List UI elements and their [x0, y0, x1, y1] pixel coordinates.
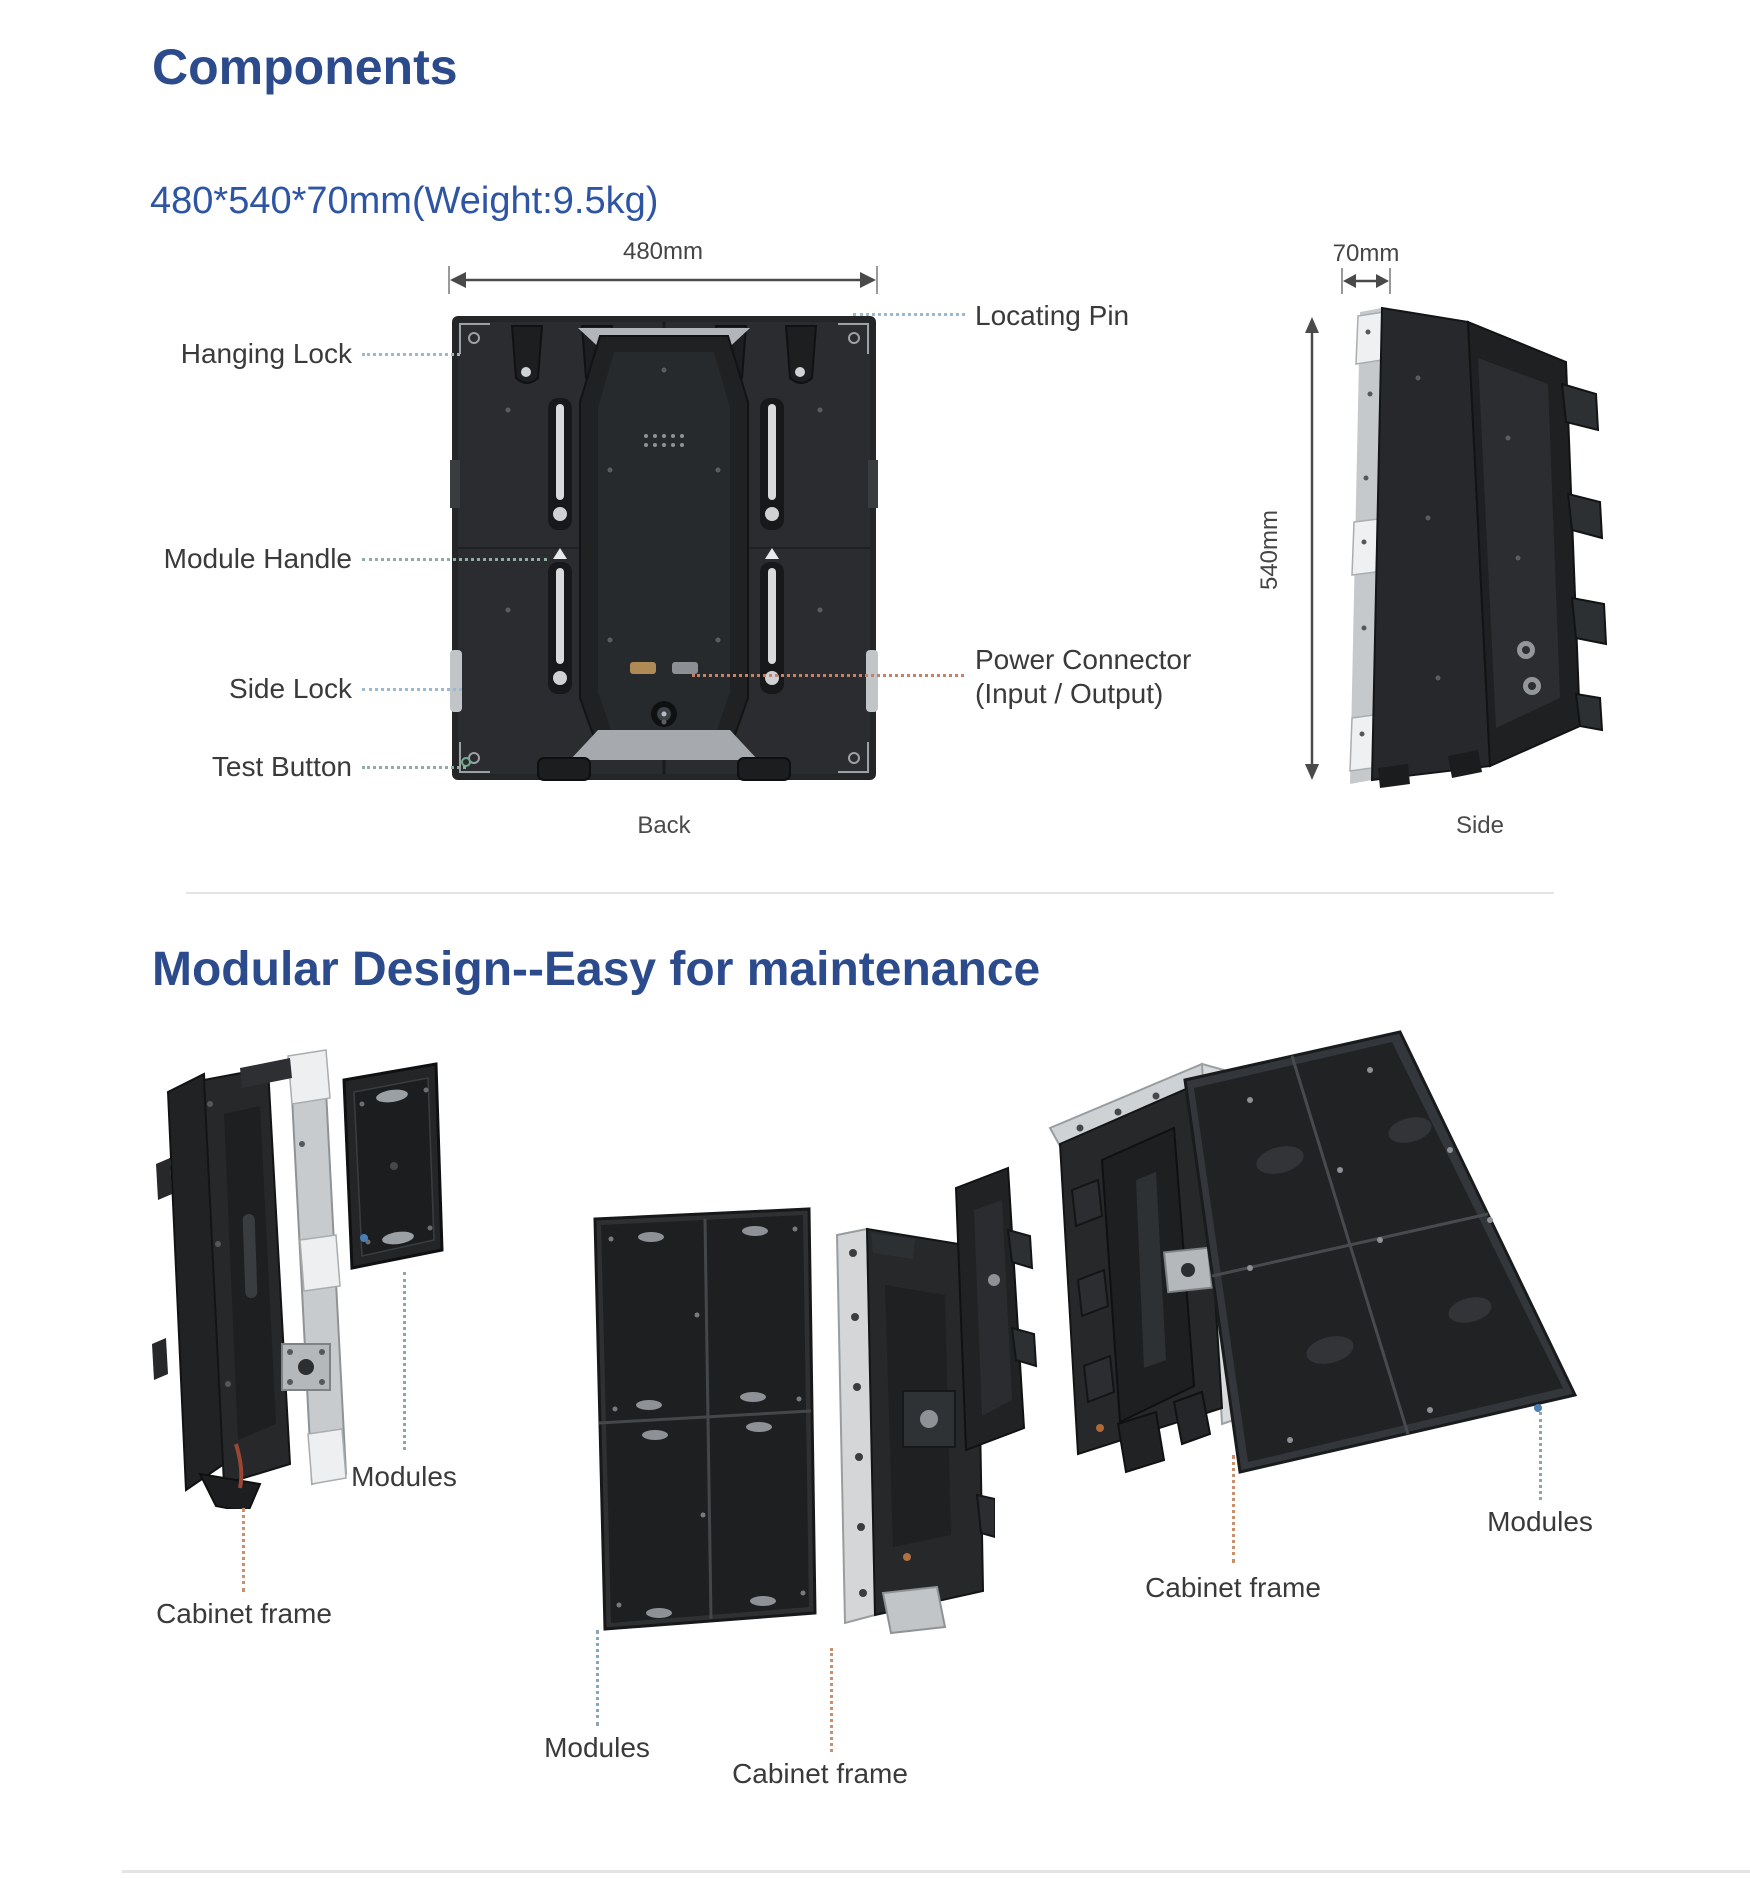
power-connector-line1: Power Connector: [975, 644, 1192, 675]
side-view-diagram: [1349, 306, 1608, 788]
label-hanging-lock: Hanging Lock: [180, 338, 352, 369]
power-connector-line2: (Input / Output): [975, 678, 1164, 709]
height-dimension-arrow: [1305, 317, 1319, 780]
right-exploded-diagram: [954, 1030, 1578, 1474]
side-view-caption: Side: [1455, 812, 1505, 839]
right-modules-leader: [1539, 1412, 1542, 1500]
section-divider: [186, 892, 1554, 894]
test-button-leader: [362, 766, 466, 769]
bottom-divider: [122, 1870, 1750, 1873]
side-brackets: [1560, 382, 1608, 732]
left-upper-tab: [450, 460, 460, 508]
cabinet-size-text: 480*540*70mm(Weight:9.5kg): [150, 180, 659, 222]
components-title: Components: [152, 39, 458, 95]
middle-modules-leader: [596, 1630, 599, 1726]
right-cabinet-frame-label: Cabinet frame: [1145, 1572, 1321, 1603]
depth-dimension-arrow: [1341, 268, 1391, 294]
label-side-lock: Side Lock: [229, 673, 352, 704]
back-view-caption: Back: [637, 812, 691, 839]
left-diagram-module: [342, 1062, 444, 1270]
power-connectors: [630, 662, 698, 674]
right-cabinet-frame-leader: [1232, 1455, 1235, 1563]
side-lock-leader: [362, 688, 462, 691]
width-dimension-arrow: [448, 266, 878, 294]
left-cabinet-frame-leader: [242, 1508, 245, 1592]
middle-exploded-diagram: [593, 1207, 995, 1635]
label-module-handle: Module Handle: [163, 543, 352, 574]
modular-design-title: Modular Design--Easy for maintenance: [152, 943, 1041, 996]
right-modules-label: Modules: [1487, 1506, 1593, 1537]
module-handle-bars: [548, 398, 784, 694]
power-connector-leader: [692, 674, 964, 677]
left-modules-leader: [403, 1272, 406, 1450]
right-diagram-frame: [1048, 1062, 1248, 1474]
label-test-button: Test Button: [211, 751, 352, 782]
middle-cabinet-frame-label: Cabinet frame: [732, 1758, 908, 1789]
depth-dimension-text: 70mm: [1332, 240, 1400, 267]
corner-brackets: [459, 323, 869, 773]
right-diagram-modules: [1183, 1030, 1578, 1474]
left-cabinet-frame-label: Cabinet frame: [156, 1598, 332, 1629]
label-locating-pin: Locating Pin: [975, 300, 1130, 331]
middle-modules-label: Modules: [544, 1732, 650, 1763]
test-button-target: [651, 701, 677, 727]
left-modules-label: Modules: [351, 1461, 457, 1492]
height-dimension-text: 540mm: [1256, 509, 1283, 591]
left-exploded-diagram: [152, 1049, 444, 1509]
vent-dots: [644, 434, 684, 447]
side-lock-tab: [450, 650, 462, 712]
locating-pin-leader: [853, 313, 965, 316]
middle-cabinet-frame-leader: [830, 1648, 833, 1752]
back-view-diagram: [450, 316, 878, 781]
right-diagram-partial-frame: [954, 1166, 1038, 1452]
hanging-lock-leader: [362, 353, 460, 356]
width-dimension-text: 480mm: [622, 238, 704, 265]
middle-diagram-modules: [593, 1207, 817, 1631]
label-power-connector: Power Connector (Input / Output): [975, 643, 1191, 711]
module-handle-leader: [362, 558, 547, 561]
